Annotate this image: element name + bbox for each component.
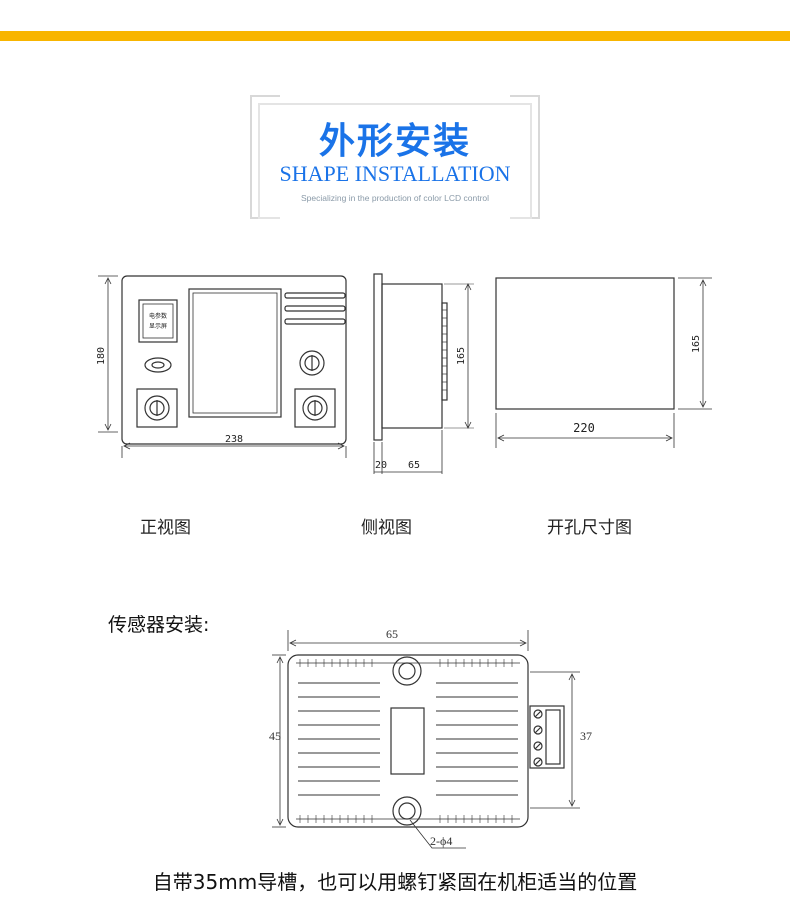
sensor-hole-label: 2-ϕ4 — [430, 834, 452, 848]
title-english: SHAPE INSTALLATION — [279, 161, 511, 186]
title-chinese: 外形安装 — [318, 121, 471, 162]
title-frame — [250, 95, 540, 223]
front-view-caption: 正视图 — [140, 518, 191, 538]
sensor-height-label: 45 — [269, 729, 281, 743]
top-accent-bar — [0, 31, 790, 41]
footer-note: 自带35mm导槽，也可以用螺钉紧固在机柜适当的位置 — [152, 870, 638, 894]
sensor-width-label: 65 — [386, 627, 398, 641]
side-depth-label: 65 — [408, 460, 420, 471]
display-label-line2: 显示屏 — [149, 323, 167, 330]
side-thickness-label: 20 — [375, 460, 387, 471]
cutout-view-caption: 开孔尺寸图 — [547, 518, 632, 538]
cutout-height-label: 165 — [691, 335, 702, 353]
front-width-label: 238 — [225, 434, 243, 445]
section-title-block: 外形安装 SHAPE INSTALLATION Specializing in … — [250, 95, 540, 223]
display-label-line1: 电参数 — [149, 312, 167, 320]
side-view-caption: 侧视图 — [361, 518, 412, 538]
front-view-drawing — [98, 275, 347, 458]
sensor-drawing — [272, 630, 580, 849]
title-subtitle: Specializing in the production of color … — [300, 193, 490, 203]
side-height-label: 165 — [456, 347, 467, 365]
cutout-width-label: 220 — [573, 421, 595, 435]
front-height-label: 180 — [96, 347, 107, 365]
side-view-drawing — [373, 273, 474, 474]
cutout-view-drawing — [495, 277, 712, 448]
sensor-terminal-label: 37 — [580, 729, 592, 743]
sensor-install-title: 传感器安装: — [108, 614, 210, 636]
